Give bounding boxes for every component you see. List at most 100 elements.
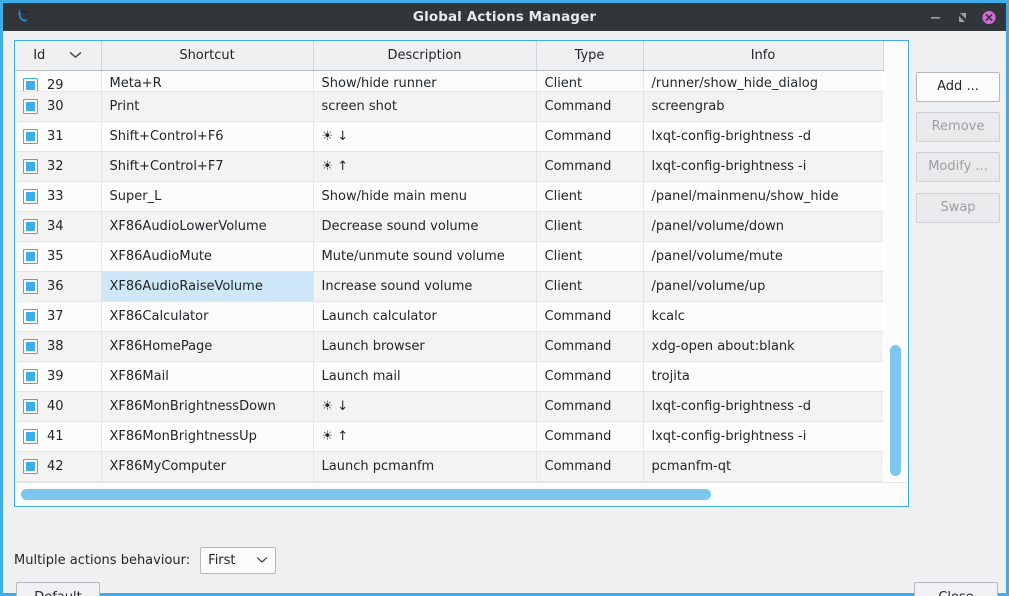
- horizontal-scrollbar[interactable]: [16, 482, 907, 505]
- cell-type[interactable]: Command: [536, 451, 644, 482]
- action-enabled-icon[interactable]: [23, 158, 38, 174]
- cell-description[interactable]: screen shot: [313, 91, 537, 122]
- cell-type[interactable]: Command: [536, 391, 644, 422]
- cell-shortcut[interactable]: Shift+Control+F7: [101, 151, 314, 182]
- cell-shortcut[interactable]: XF86AudioMute: [101, 241, 314, 272]
- cell-description[interactable]: ☀ ↑: [313, 151, 537, 182]
- cell-info[interactable]: xdg-open about:blank: [643, 331, 883, 362]
- horizontal-scrollbar-thumb[interactable]: [21, 489, 711, 500]
- cell-id[interactable]: 39: [15, 361, 102, 392]
- cell-id[interactable]: 36: [15, 271, 102, 302]
- cell-type[interactable]: Client: [536, 181, 644, 212]
- cell-info[interactable]: /panel/volume/up: [643, 271, 883, 302]
- cell-shortcut[interactable]: XF86MonBrightnessDown: [101, 391, 314, 422]
- close-icon[interactable]: [982, 10, 996, 24]
- cell-description[interactable]: Show/hide runner: [313, 70, 537, 92]
- cell-id[interactable]: 33: [15, 181, 102, 212]
- cell-id[interactable]: 29: [15, 70, 102, 92]
- cell-description[interactable]: Decrease sound volume: [313, 211, 537, 242]
- maximize-icon[interactable]: [955, 10, 969, 24]
- cell-id[interactable]: 31: [15, 121, 102, 152]
- cell-description[interactable]: Mute/unmute sound volume: [313, 241, 537, 272]
- column-header-id[interactable]: Id: [15, 41, 102, 71]
- vertical-scrollbar[interactable]: [885, 42, 906, 482]
- minimize-icon[interactable]: [928, 10, 942, 24]
- cell-id[interactable]: 37: [15, 301, 102, 332]
- action-enabled-icon[interactable]: [23, 278, 38, 294]
- cell-shortcut[interactable]: Meta+R: [101, 70, 314, 92]
- cell-info[interactable]: lxqt-config-brightness -d: [643, 121, 883, 152]
- cell-shortcut[interactable]: XF86AudioRaiseVolume: [101, 271, 314, 302]
- cell-type[interactable]: Command: [536, 151, 644, 182]
- cell-type[interactable]: Client: [536, 241, 644, 272]
- cell-type[interactable]: Command: [536, 91, 644, 122]
- cell-info[interactable]: kcalc: [643, 301, 883, 332]
- cell-type[interactable]: Client: [536, 271, 644, 302]
- column-header-type[interactable]: Type: [536, 41, 644, 71]
- cell-type[interactable]: Command: [536, 361, 644, 392]
- cell-type[interactable]: Client: [536, 211, 644, 242]
- cell-type[interactable]: Command: [536, 421, 644, 452]
- cell-info[interactable]: lxqt-config-brightness -i: [643, 151, 883, 182]
- cell-info[interactable]: /panel/volume/mute: [643, 241, 883, 272]
- cell-description[interactable]: ☀ ↑: [313, 421, 537, 452]
- cell-info[interactable]: trojita: [643, 361, 883, 392]
- vertical-scrollbar-thumb[interactable]: [890, 345, 901, 476]
- cell-description[interactable]: Launch pcmanfm: [313, 451, 537, 482]
- cell-info[interactable]: lxqt-config-brightness -i: [643, 421, 883, 452]
- cell-type[interactable]: Command: [536, 301, 644, 332]
- cell-shortcut[interactable]: XF86AudioLowerVolume: [101, 211, 314, 242]
- action-enabled-icon[interactable]: [23, 248, 38, 264]
- cell-id[interactable]: 41: [15, 421, 102, 452]
- cell-shortcut[interactable]: Print: [101, 91, 314, 122]
- column-header-info[interactable]: Info: [643, 41, 884, 71]
- cell-id[interactable]: 40: [15, 391, 102, 422]
- cell-shortcut[interactable]: XF86MonBrightnessUp: [101, 421, 314, 452]
- cell-description[interactable]: ☀ ↓: [313, 391, 537, 422]
- cell-info[interactable]: /panel/volume/down: [643, 211, 883, 242]
- close-button[interactable]: Close: [914, 582, 998, 596]
- cell-info[interactable]: screengrab: [643, 91, 883, 122]
- action-enabled-icon[interactable]: [23, 128, 38, 144]
- default-button[interactable]: Default: [16, 582, 100, 596]
- cell-description[interactable]: Launch browser: [313, 331, 537, 362]
- cell-description[interactable]: Launch mail: [313, 361, 537, 392]
- cell-shortcut[interactable]: XF86HomePage: [101, 331, 314, 362]
- cell-shortcut[interactable]: XF86Calculator: [101, 301, 314, 332]
- cell-id[interactable]: 35: [15, 241, 102, 272]
- add-button[interactable]: Add ...: [916, 72, 1000, 102]
- cell-type[interactable]: Command: [536, 121, 644, 152]
- action-enabled-icon[interactable]: [23, 398, 38, 414]
- action-enabled-icon[interactable]: [23, 218, 38, 234]
- action-enabled-icon[interactable]: [23, 188, 38, 204]
- cell-shortcut[interactable]: XF86MyComputer: [101, 451, 314, 482]
- cell-type[interactable]: Client: [536, 70, 644, 92]
- cell-info[interactable]: lxqt-config-brightness -d: [643, 391, 883, 422]
- action-enabled-icon[interactable]: [23, 338, 38, 354]
- action-enabled-icon[interactable]: [23, 428, 38, 444]
- cell-info[interactable]: /runner/show_hide_dialog: [643, 70, 883, 92]
- cell-description[interactable]: ☀ ↓: [313, 121, 537, 152]
- behaviour-select[interactable]: First: [200, 547, 277, 574]
- action-enabled-icon[interactable]: [23, 308, 38, 324]
- cell-id[interactable]: 30: [15, 91, 102, 122]
- cell-description[interactable]: Launch calculator: [313, 301, 537, 332]
- column-header-shortcut[interactable]: Shortcut: [101, 41, 314, 71]
- cell-description[interactable]: Increase sound volume: [313, 271, 537, 302]
- cell-id[interactable]: 34: [15, 211, 102, 242]
- action-enabled-icon[interactable]: [23, 77, 38, 90]
- cell-id[interactable]: 32: [15, 151, 102, 182]
